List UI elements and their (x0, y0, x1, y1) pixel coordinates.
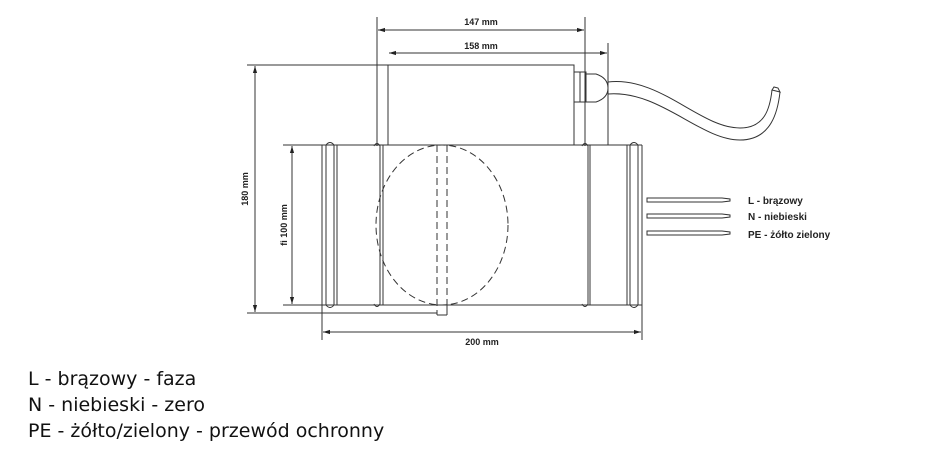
actuator-box (387, 64, 575, 146)
damper-blade-hidden (375, 144, 509, 306)
duct-body (321, 142, 643, 308)
wire-label-n: N - niebieski (748, 212, 807, 223)
dim-label-180: 180 mm (240, 172, 250, 206)
wire-label-pe: PE - żółto zielony (748, 230, 831, 241)
cable (607, 81, 773, 129)
legend-line-l: L - brązowy - faza (28, 368, 197, 390)
wire-label-l: L - brązowy (748, 196, 803, 207)
legend-line-n: N - niebieski - zero (28, 394, 205, 416)
dim-label-158: 158 mm (464, 41, 498, 51)
dim-label-diameter: fi 100 mm (279, 204, 289, 246)
wiring-legend: L - brązowy - faza N - niebieski - zero … (28, 366, 384, 444)
dim-label-147: 147 mm (464, 17, 498, 27)
cable-gland (573, 71, 609, 103)
legend-line-pe: PE - żółto/zielony - przewód ochronny (28, 420, 385, 442)
wire-symbols (646, 197, 731, 236)
dim-label-200: 200 mm (465, 337, 499, 347)
cable (607, 91, 781, 141)
